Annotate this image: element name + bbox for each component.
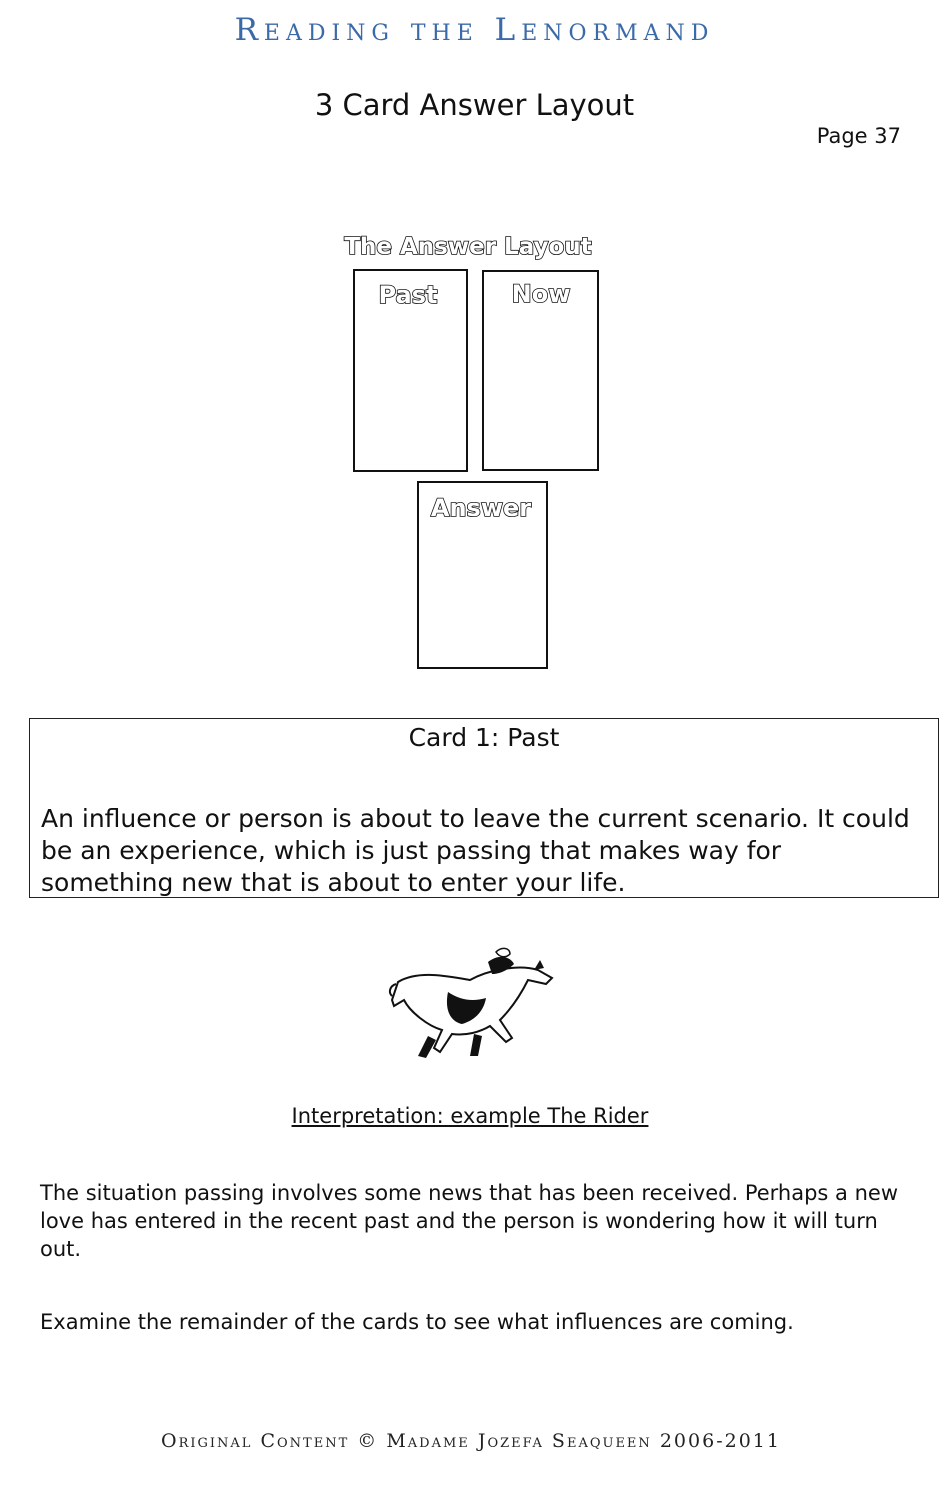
card-slot-answer [417,481,548,669]
footer-copyright: Original Content © Madame Jozefa Seaquee… [161,1430,781,1452]
interpretation-paragraph: The situation passing involves some news… [40,1181,898,1261]
card-info-box: Card 1: Past An influence or person is a… [29,718,939,898]
card-slot-past [353,269,468,472]
card-slot-now [482,270,599,471]
page-number: Page 37 [816,124,901,148]
card-label-past: Past [379,281,438,309]
interpretation-heading: Interpretation: example The Rider [291,1104,649,1128]
interpretation-paragraph: Examine the remainder of the cards to se… [40,1310,794,1334]
page-title: 3 Card Answer Layout [314,88,635,122]
card-label-answer: Answer [431,494,531,522]
rider-horse-illustration [388,947,554,1058]
card-label-now: Now [512,280,571,308]
card-description: An influence or person is about to leave… [41,804,910,897]
card-heading: Card 1: Past [408,723,560,752]
header-title: Reading the Lenormand [234,12,715,48]
answer-layout-diagram: .bubble { font-family: "DejaVu Sans", sa… [344,233,599,669]
diagram-title: The Answer Layout [344,234,591,260]
